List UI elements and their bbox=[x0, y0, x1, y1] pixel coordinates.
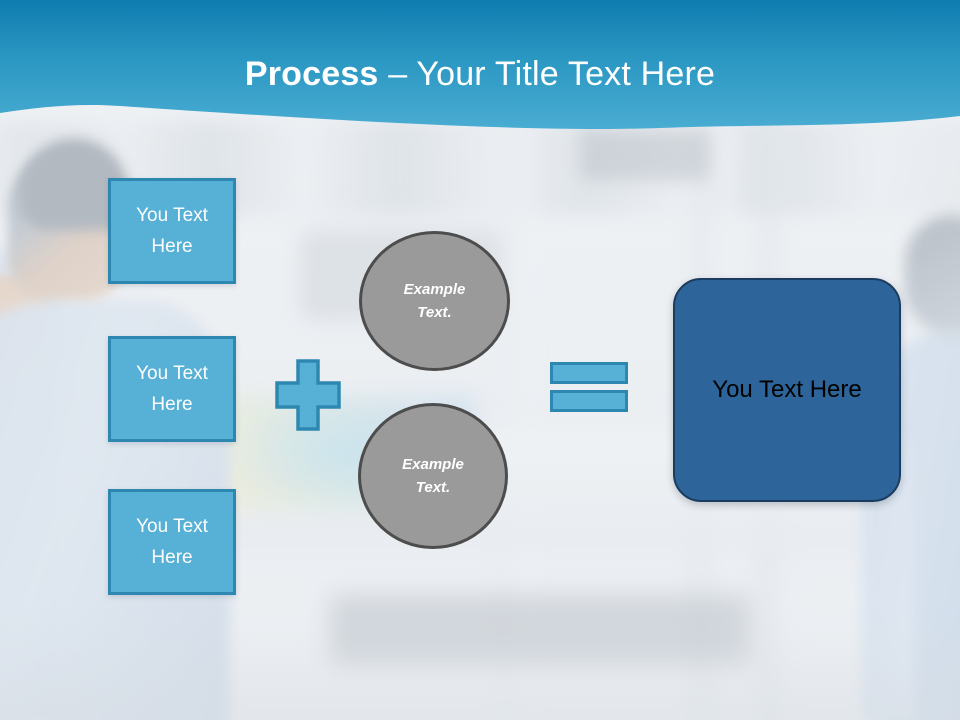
plus-icon bbox=[275, 359, 341, 431]
equals-icon-bar-bottom bbox=[550, 390, 628, 412]
page-title-strong: Process bbox=[244, 55, 379, 93]
plus-shape bbox=[275, 359, 341, 431]
header-wave-shape bbox=[0, 0, 960, 129]
result-box[interactable]: You Text Here bbox=[673, 278, 901, 502]
header-banner: Process – Your Title Text Here bbox=[0, 0, 960, 140]
equals-icon-bar-top bbox=[550, 362, 628, 384]
page-title: Process – Your Title Text Here bbox=[0, 52, 960, 96]
page-title-rest: – Your Title Text Here bbox=[378, 55, 716, 93]
result-box-label: You Text Here bbox=[712, 376, 862, 403]
